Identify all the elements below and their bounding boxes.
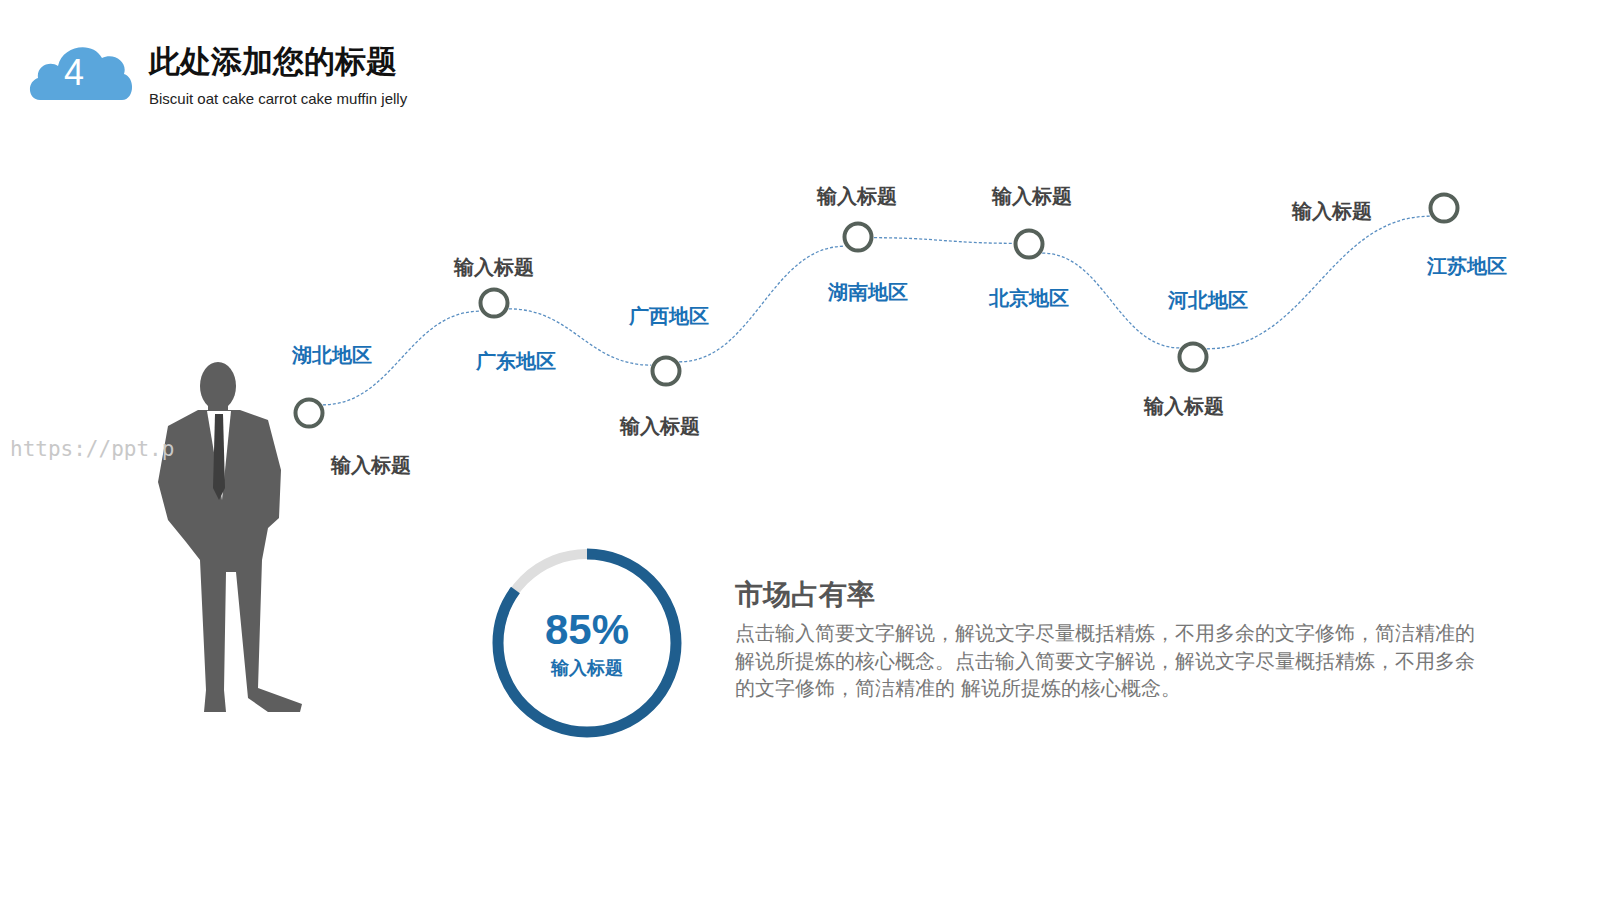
title-label: 输入标题 — [815, 184, 899, 208]
milestone-circle: 输入标题广东地区 — [478, 287, 510, 319]
ring — [1180, 344, 1207, 371]
percent-value: 85% — [545, 606, 629, 654]
milestone-circle: 输入标题江苏地区 — [1428, 192, 1460, 224]
region-label: 广东地区 — [474, 349, 558, 373]
region-label: 河北地区 — [1166, 288, 1250, 312]
region-label: 湖南地区 — [826, 280, 910, 304]
badge-number: 4 — [26, 52, 122, 94]
ring-shape — [1013, 228, 1045, 260]
milestone-circle: 湖北地区输入标题 — [293, 397, 325, 429]
ring-shape — [842, 221, 874, 253]
ring — [1431, 195, 1458, 222]
title-label: 输入标题 — [1290, 199, 1374, 223]
donut-track — [498, 554, 676, 732]
percent-donut: 85%输入标题 — [487, 543, 687, 743]
ring-shape — [293, 397, 325, 429]
ring — [1016, 231, 1043, 258]
slide-title: 此处添加您的标题 — [149, 42, 397, 82]
ring — [845, 224, 872, 251]
subtitle: Biscuit oat cake carrot cake muffin jell… — [149, 89, 407, 109]
milestone-circle: 河北地区输入标题 — [1177, 341, 1209, 373]
dashed-curve — [1207, 216, 1430, 349]
milestone-circle: 输入标题北京地区 — [1013, 228, 1045, 260]
body-paragraph: 点击输入简要文字解说，解说文字尽量概括精炼，不用多余的文字修饰，简洁精准的 解说… — [735, 620, 1480, 703]
ring-shape — [1177, 341, 1209, 373]
region-label: 广西地区 — [627, 304, 711, 328]
donut-text: 85%输入标题 — [487, 543, 687, 743]
businessman-silhouette — [158, 362, 302, 712]
title-label: 输入标题 — [452, 255, 536, 279]
ring — [653, 358, 680, 385]
region-label: 北京地区 — [987, 286, 1071, 310]
ring — [481, 290, 508, 317]
title-label: 输入标题 — [329, 453, 413, 477]
ring-shape — [1428, 192, 1460, 224]
section-heading: 市场占有率 — [735, 577, 875, 613]
milestone-circle: 广西地区输入标题 — [650, 355, 682, 387]
ring-shape — [478, 287, 510, 319]
ring-shape — [650, 355, 682, 387]
region-label: 湖北地区 — [290, 343, 374, 367]
region-label: 江苏地区 — [1425, 254, 1509, 278]
title-label: 输入标题 — [618, 414, 702, 438]
dashed-curve — [874, 238, 1013, 244]
donut-caption: 输入标题 — [551, 656, 623, 680]
title-label: 输入标题 — [990, 184, 1074, 208]
milestone-circle: 输入标题湖南地区 — [842, 221, 874, 253]
donut-arc — [498, 554, 676, 732]
title-label: 输入标题 — [1142, 394, 1226, 418]
watermark: https://ppt.p — [10, 436, 174, 462]
cloud-badge: 4 — [26, 38, 134, 102]
ring — [296, 400, 323, 427]
